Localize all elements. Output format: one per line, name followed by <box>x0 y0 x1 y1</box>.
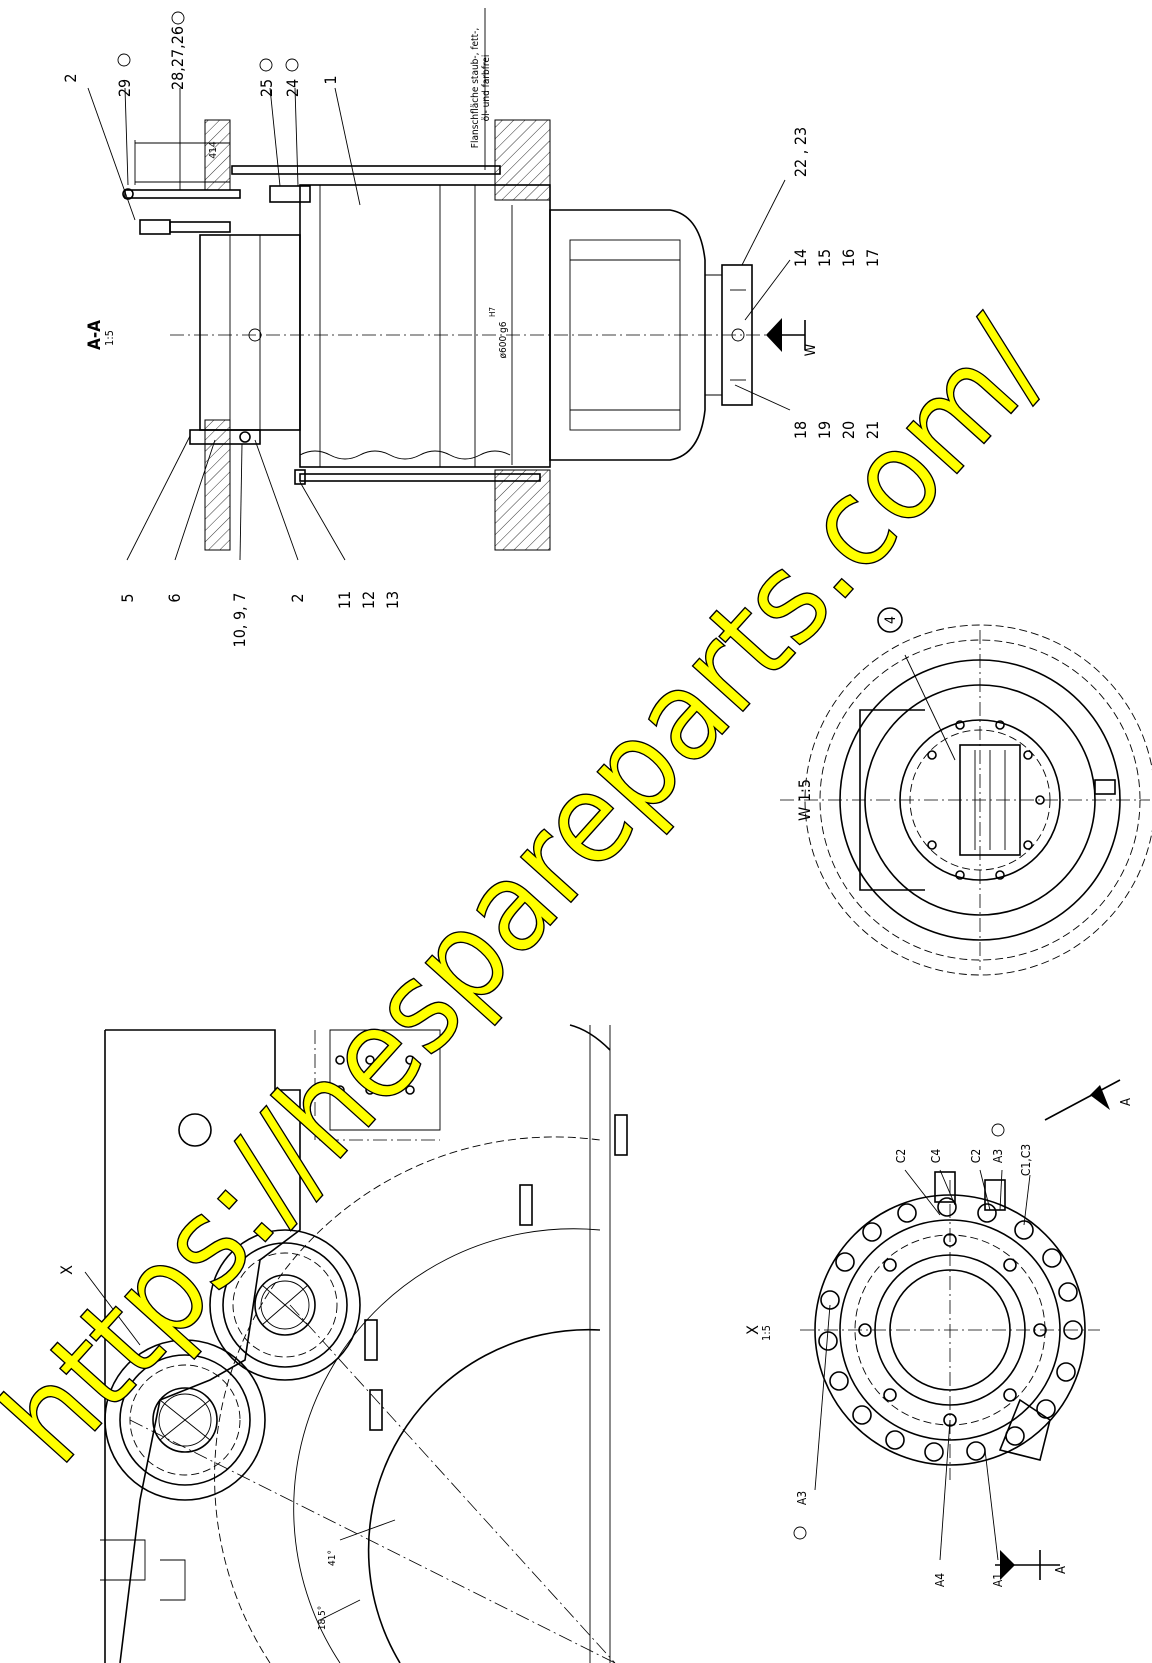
angle-18-5: 18,5° <box>317 1606 328 1631</box>
shim-plate-top <box>231 165 501 175</box>
drive-circle-right <box>209 1229 361 1381</box>
callout-17: 17 <box>863 249 882 267</box>
view-w-bolt-circle <box>927 720 1045 880</box>
callout-2-bottom: 2 <box>288 593 307 602</box>
view-w-callout: 4 <box>883 616 899 624</box>
callout-29: 29 <box>115 79 134 97</box>
callout-25: 25 <box>257 79 276 97</box>
section-aa: 414 ø600 g6 H7 Flanschfläche staub-, fet… <box>61 8 882 647</box>
callout-19: 19 <box>815 421 834 439</box>
callout-22-23: 22 , 23 <box>791 127 810 177</box>
frame-hatch-top-right <box>494 119 551 201</box>
callout-12: 12 <box>359 591 378 609</box>
dim-fit: H7 <box>488 307 497 317</box>
callout-6: 6 <box>165 593 184 602</box>
callout-leaders <box>87 87 791 561</box>
view-x-label-c2: C2 <box>894 1149 908 1163</box>
callout-5: 5 <box>118 593 137 602</box>
view-marker-w: W <box>803 343 819 356</box>
view-x-label-a3-lower: A3 <box>795 1491 809 1505</box>
callout-24: 24 <box>283 79 302 97</box>
callout-10-9-7: 10, 9, 7 <box>230 593 249 648</box>
frame-hatch-bottom-left <box>204 419 231 551</box>
angle-41: 41° <box>327 1550 338 1566</box>
section-title: A-A <box>85 320 105 350</box>
view-x-label-c2-b: C2 <box>969 1149 983 1163</box>
view-x-title: X <box>743 1325 762 1335</box>
callout-21: 21 <box>863 421 882 439</box>
motor-adapter <box>549 209 706 461</box>
view-x-inner-holes <box>858 1233 1047 1427</box>
view-x-label-a3: A3 <box>991 1149 1005 1163</box>
view-x-label-c4: C4 <box>929 1149 943 1164</box>
callout-28-27-26: 28,27,26 <box>168 26 187 90</box>
callout-15: 15 <box>815 249 834 267</box>
callout-20: 20 <box>839 421 858 439</box>
note-line-1: Flanschfläche staub-, fett-, <box>470 28 481 148</box>
callout-14: 14 <box>791 249 810 267</box>
section-scale: 1:5 <box>103 330 116 346</box>
shim-plate-bottom <box>299 473 541 482</box>
view-x: C2 C4 C2 A3 C1,C3 A3 A4 A1 X 1:5 A A <box>743 1079 1134 1587</box>
callout-18: 18 <box>791 421 810 439</box>
callout-16: 16 <box>839 249 858 267</box>
frame-hatch-bottom-right <box>494 469 551 551</box>
view-w-title: W 1:5 <box>795 779 814 821</box>
view-x-label-a4: A4 <box>933 1573 947 1587</box>
dim-diameter: ø600 g6 <box>498 321 509 358</box>
dim-414: 414 <box>208 141 219 158</box>
layout-view: X 41° 18,5° <box>57 1024 628 1663</box>
layout-marker-x: X <box>57 1265 76 1275</box>
layout-bolt-holes <box>178 1055 415 1147</box>
section-marker-a-bottom: A <box>1054 1566 1069 1574</box>
callout-13: 13 <box>383 591 402 609</box>
note-line-2: öl- und farbfrei <box>481 55 492 122</box>
drive-circle-left <box>104 1339 266 1501</box>
view-x-label-c1-c3: C1,C3 <box>1019 1144 1033 1176</box>
view-x-scale: 1:5 <box>760 1325 773 1341</box>
callout-11: 11 <box>335 591 354 609</box>
section-marker-a-top: A <box>1119 1098 1134 1106</box>
callout-2-top: 2 <box>61 73 80 82</box>
view-w: 4 W 1:5 <box>780 607 1152 976</box>
gearbox-housing <box>299 184 551 468</box>
frame-hatch-top-left <box>204 119 231 191</box>
callout-1: 1 <box>321 75 340 84</box>
